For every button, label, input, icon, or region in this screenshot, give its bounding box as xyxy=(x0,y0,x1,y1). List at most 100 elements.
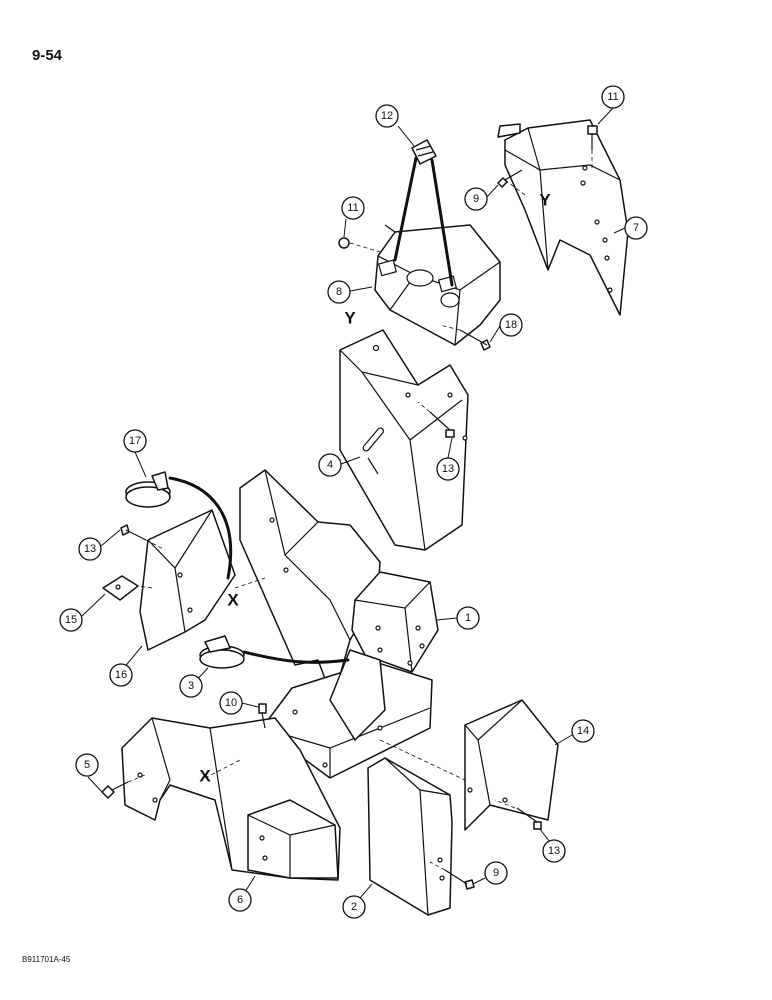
leader-line xyxy=(359,883,373,899)
svg-text:3: 3 xyxy=(188,680,194,692)
part-2-front-panel xyxy=(367,757,453,916)
leader-line xyxy=(340,456,361,465)
callout-3: 3 xyxy=(179,674,203,698)
svg-text:15: 15 xyxy=(65,614,77,626)
leader-line xyxy=(472,877,486,885)
leader-line xyxy=(397,125,415,147)
svg-text:13: 13 xyxy=(84,543,96,555)
callout-10: 10 xyxy=(219,691,243,715)
callout-17: 17 xyxy=(123,429,147,453)
part-6-bottom-shroud xyxy=(121,717,341,881)
strap-3 xyxy=(242,650,350,664)
callout-1: 1 xyxy=(456,606,480,630)
strap-12-left xyxy=(393,156,418,262)
callout-9-upper: 9 xyxy=(464,187,488,211)
callout-13-right: 13 xyxy=(542,839,566,863)
callout-7: 7 xyxy=(624,216,648,240)
svg-text:2: 2 xyxy=(351,901,357,913)
leader-line xyxy=(489,325,501,343)
alignment-line xyxy=(349,242,381,253)
svg-text:11: 11 xyxy=(347,202,358,214)
fastener-5 xyxy=(101,781,129,799)
svg-text:8: 8 xyxy=(336,286,342,298)
leader-line xyxy=(485,184,499,199)
alignment-line xyxy=(439,324,461,331)
fastener-13-column xyxy=(429,411,455,438)
callout-18: 18 xyxy=(499,313,523,337)
svg-text:9: 9 xyxy=(493,867,499,879)
leader-line xyxy=(436,617,458,621)
alignment-line xyxy=(494,799,516,809)
svg-text:9: 9 xyxy=(473,193,479,205)
alignment-line xyxy=(429,861,446,871)
fastener-18 xyxy=(459,329,491,351)
svg-text:5: 5 xyxy=(84,759,90,771)
leader-line xyxy=(100,529,121,547)
svg-text:6: 6 xyxy=(237,894,243,906)
alignment-line xyxy=(417,401,431,413)
leader-line xyxy=(539,828,550,842)
leader-line xyxy=(554,734,573,746)
part-8-top-console xyxy=(374,224,501,346)
fastener-11-left xyxy=(338,237,350,249)
alignment-line xyxy=(379,739,466,781)
alignment-line xyxy=(145,539,166,551)
leader-line xyxy=(134,451,147,478)
marker-x-left: X xyxy=(227,591,239,610)
svg-text:10: 10 xyxy=(225,697,237,709)
marker-x-shroud: X xyxy=(199,767,211,786)
leader-line xyxy=(241,702,259,708)
svg-text:1: 1 xyxy=(465,612,471,624)
part-4-tilt-column xyxy=(339,329,469,551)
fastener-11-upper xyxy=(587,125,598,150)
part-3-clamp xyxy=(199,635,245,669)
callout-8: 8 xyxy=(327,280,351,304)
leader-line xyxy=(343,218,347,238)
fastener-13-left xyxy=(120,524,147,541)
marker-y-panel: Y xyxy=(539,191,551,210)
leader-line xyxy=(597,107,614,125)
svg-text:4: 4 xyxy=(327,459,333,471)
reference-code: B911701A-45 xyxy=(22,955,71,964)
callout-6: 6 xyxy=(228,888,252,912)
callout-16: 16 xyxy=(109,663,133,687)
leader-line xyxy=(87,776,103,793)
svg-text:12: 12 xyxy=(381,110,393,122)
strap-17 xyxy=(168,476,233,580)
fastener-9-upper xyxy=(497,169,523,188)
callout-13-left: 13 xyxy=(78,537,102,561)
leader-line xyxy=(349,286,373,292)
callout-4: 4 xyxy=(318,453,342,477)
part-14-right-panel xyxy=(464,699,559,831)
callout-12: 12 xyxy=(375,104,399,128)
strap-12-right xyxy=(430,158,454,287)
part-17-clamp xyxy=(125,471,171,508)
leader-line xyxy=(81,593,106,617)
fastener-10 xyxy=(258,703,267,729)
part-7-rear-panel xyxy=(497,119,629,316)
svg-text:13: 13 xyxy=(442,463,454,475)
svg-text:13: 13 xyxy=(548,845,560,857)
fastener-9-lower xyxy=(444,869,475,890)
callout-13-column: 13 xyxy=(436,457,460,481)
callout-11-upper: 11 xyxy=(601,85,625,109)
part-16-left-panel xyxy=(139,509,236,651)
part-1-column-base xyxy=(239,469,439,779)
callout-5: 5 xyxy=(75,753,99,777)
svg-text:17: 17 xyxy=(129,435,141,447)
svg-text:16: 16 xyxy=(115,669,127,681)
svg-text:18: 18 xyxy=(505,319,517,331)
callout-14: 14 xyxy=(571,719,595,743)
alignment-line xyxy=(127,774,146,783)
marker-y-console: Y xyxy=(344,309,356,328)
svg-text:7: 7 xyxy=(633,222,639,234)
leader-line xyxy=(613,227,626,234)
part-15-clip xyxy=(102,575,139,601)
callout-15: 15 xyxy=(59,608,83,632)
alignment-line xyxy=(234,577,266,589)
callout-9-lower: 9 xyxy=(484,861,508,885)
callout-11-left: 11 xyxy=(341,196,365,220)
leader-line xyxy=(447,437,453,459)
svg-text:14: 14 xyxy=(577,725,589,737)
leader-line xyxy=(244,875,256,893)
